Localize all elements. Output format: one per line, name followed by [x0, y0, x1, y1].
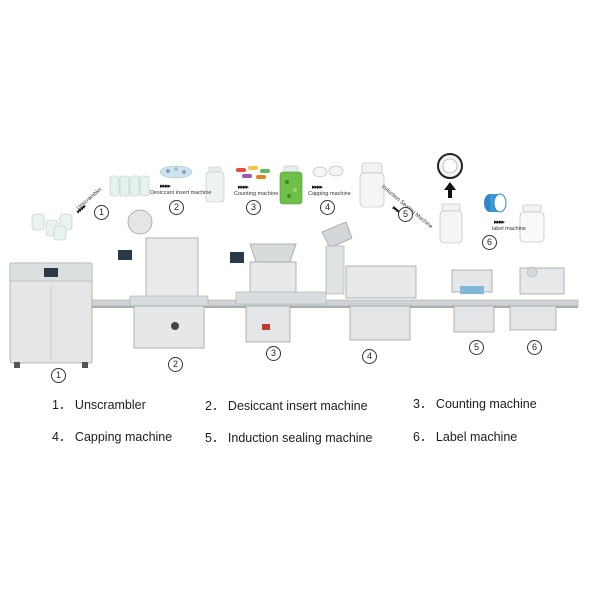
- flow-step-4: 4: [320, 200, 335, 215]
- pills-icon: [236, 166, 270, 179]
- flow-arrow: ▸▸▸▸: [312, 184, 323, 191]
- production-line: [9, 209, 579, 368]
- legend-item-counting: 3． Counting machine: [413, 397, 537, 411]
- flow-step-6: 6: [482, 235, 497, 250]
- legend-item-capping: 4． Capping machine: [52, 430, 173, 444]
- flow-arrow: ▸▸▸▸: [238, 184, 249, 191]
- desiccant-packets-icon: [159, 165, 193, 179]
- machine-marker-6: 6: [527, 340, 542, 355]
- caps-icon: [312, 165, 344, 178]
- counting-machine: [230, 243, 327, 343]
- seal-icon: [437, 153, 463, 198]
- flow-label-counting: Counting machine: [234, 191, 279, 197]
- flow-arrow: ▸▸▸▸: [494, 219, 505, 226]
- labeled-bottle-icon: [519, 204, 545, 243]
- machine-marker-4: 4: [362, 349, 377, 364]
- capped-bottle-icon: [359, 162, 385, 208]
- machine-marker-5: 5: [469, 340, 484, 355]
- flow-step-1: 1: [94, 205, 109, 220]
- labeling-machine: [509, 266, 565, 331]
- machine-marker-2: 2: [168, 357, 183, 372]
- bottle-icon: [205, 166, 225, 203]
- legend-item-desiccant: 2． Desiccant insert machine: [205, 399, 368, 413]
- capping-machine: [321, 221, 417, 341]
- induction-sealing-machine: [451, 269, 495, 333]
- flow-step-5: 5: [398, 207, 413, 222]
- sealed-bottle-icon: [439, 203, 463, 244]
- legend-item-induction: 5． Induction sealing machine: [205, 431, 373, 445]
- lined-bottles-icon: [109, 175, 150, 197]
- flow-step-2: 2: [169, 200, 184, 215]
- flow-arrow: ▸▸▸▸: [160, 183, 171, 190]
- loose-bottles-icon: [31, 213, 73, 241]
- machine-marker-1: 1: [51, 368, 66, 383]
- flow-label-capping: Capping machine: [308, 191, 351, 197]
- desiccant-insert-machine: [118, 209, 209, 349]
- flow-label-desiccant: Desiccant insert machine: [150, 190, 212, 196]
- filled-bottle-icon: [279, 165, 303, 205]
- legend-item-label: 6． Label machine: [413, 430, 518, 444]
- label-roll-icon: [484, 193, 507, 213]
- flow-label-label: label machine: [492, 226, 526, 232]
- flow-step-3: 3: [246, 200, 261, 215]
- legend-item-unscrambler: 1． Unscrambler: [52, 398, 146, 412]
- machine-marker-3: 3: [266, 346, 281, 361]
